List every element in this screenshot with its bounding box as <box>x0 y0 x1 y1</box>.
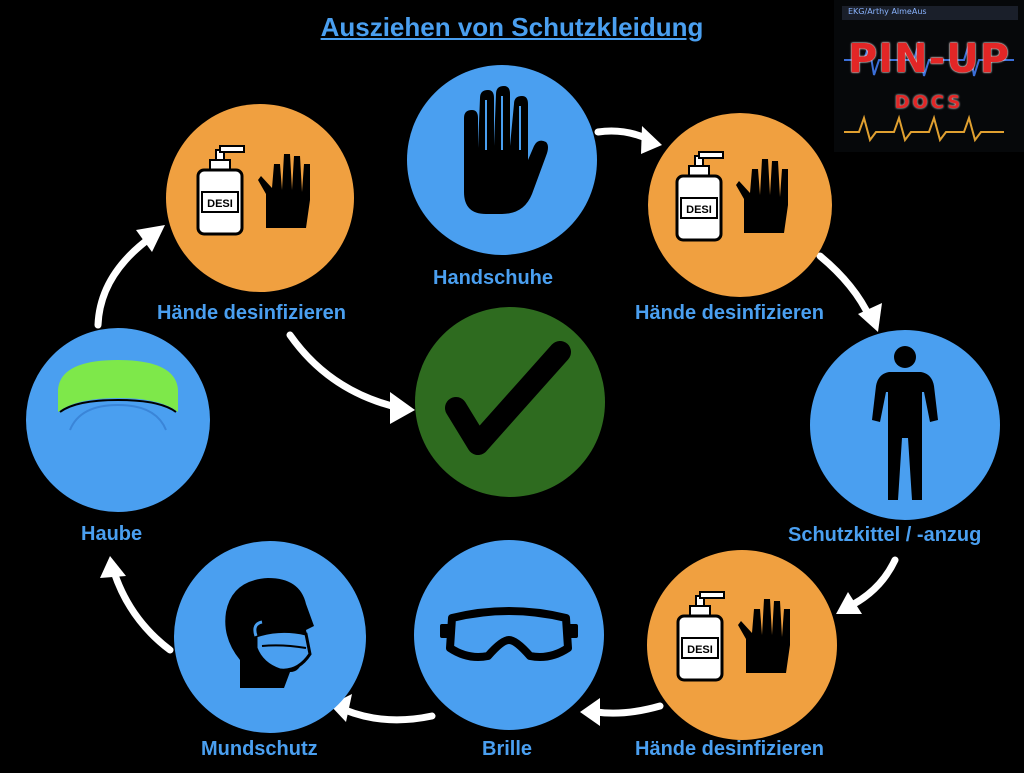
flow-arrows <box>94 127 899 724</box>
step-label-disinfect-1: Hände desinfizieren <box>635 302 824 324</box>
step-label-cap: Haube <box>81 523 143 545</box>
ecg-waveform <box>844 41 1014 143</box>
step-mask <box>174 541 366 733</box>
svg-text:DESI: DESI <box>686 204 712 216</box>
monitor-text: EKG/Arthy AlmeAus <box>848 7 927 16</box>
monitor-topbar: EKG/Arthy AlmeAus <box>842 6 1018 20</box>
arrow-disinfect-3-to-check <box>286 331 404 412</box>
logo-line-1: PIN-UP <box>847 36 1011 82</box>
cap-icon <box>58 360 178 431</box>
step-label-mask: Mundschutz <box>201 738 318 760</box>
logo-line-2: DOCS <box>894 92 964 113</box>
page-title: Ausziehen von Schutzkleidung <box>320 12 704 42</box>
person-icon <box>872 346 938 500</box>
step-gown <box>810 330 1000 520</box>
step-cap <box>26 328 210 512</box>
hand-icon <box>464 86 548 214</box>
step-gloves <box>407 65 597 255</box>
step-disinfect-3: DESI <box>166 104 354 292</box>
step-disinfect-1: DESI <box>648 113 832 297</box>
step-label-goggles: Brille <box>482 738 533 760</box>
step-label-disinfect-2: Hände desinfizieren <box>635 738 824 760</box>
step-label-disinfect-3: Hände desinfizieren <box>157 302 346 324</box>
desi-bottle-icon: DESI <box>676 590 726 682</box>
checkmark-icon <box>445 341 571 455</box>
arrow-goggles-to-mask <box>341 706 436 724</box>
step-label-gown: Schutzkittel / -anzug <box>788 524 982 546</box>
step-goggles <box>414 540 604 730</box>
face-mask-icon <box>225 578 314 688</box>
svg-text:DESI: DESI <box>207 198 233 210</box>
desi-bottle-icon: DESI <box>675 150 725 242</box>
step-disinfect-2: DESI <box>647 550 837 740</box>
arrow-heads <box>100 126 882 726</box>
arrow-disinfect-2-to-goggles <box>592 702 664 717</box>
completion-check <box>415 307 605 497</box>
step-label-gloves: Handschuhe <box>433 267 554 289</box>
arrow-disinfect-1-to-gown <box>816 252 874 322</box>
pin-up-docs-logo: EKG/Arthy AlmeAus PIN-UP DOCS <box>834 0 1024 152</box>
desi-bottle-icon: DESI <box>196 144 246 236</box>
goggles-icon <box>440 607 578 661</box>
svg-text:DESI: DESI <box>687 644 713 656</box>
arrow-cap-to-disinfect-3 <box>94 234 154 329</box>
arrow-mask-to-cap <box>110 568 174 654</box>
